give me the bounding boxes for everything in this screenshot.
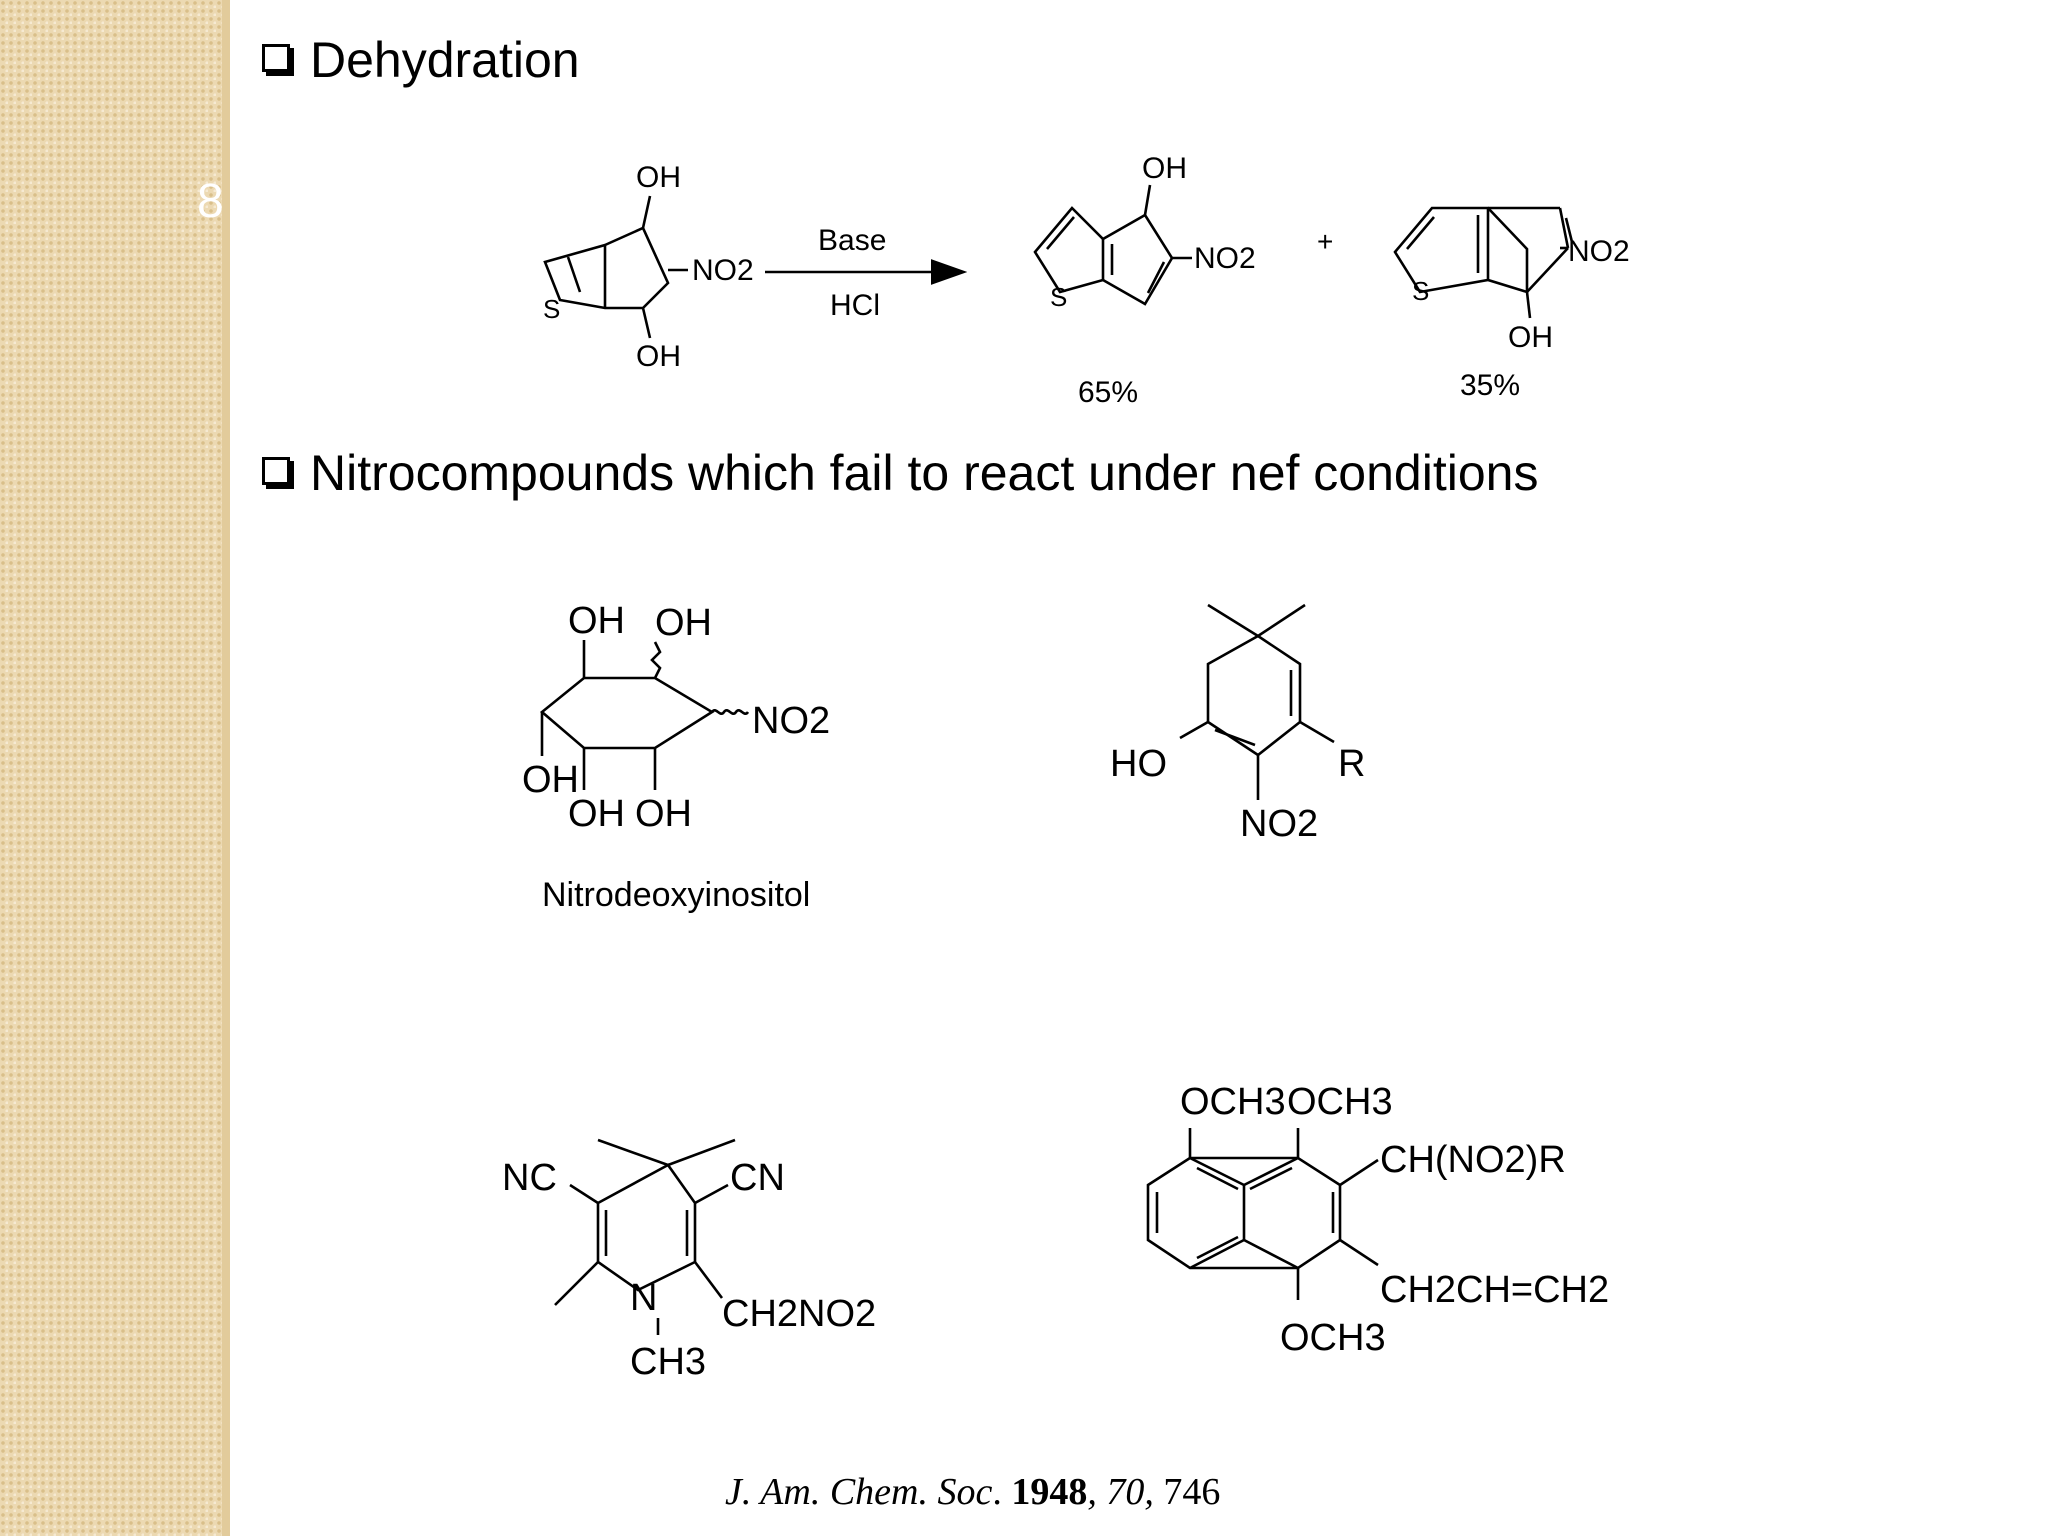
- sidebar-edge: [222, 0, 230, 1536]
- checkbox-bullet-icon: [262, 44, 290, 72]
- inositol-oh-4: OH: [568, 793, 625, 835]
- inositol-oh-2: OH: [655, 602, 712, 644]
- product2-structure: [1393, 206, 1574, 319]
- reactant-oh-bottom: OH: [636, 340, 681, 373]
- inositol-structure: [539, 640, 750, 790]
- plus-sign: +: [1317, 226, 1333, 257]
- slide-number: 8: [197, 175, 224, 228]
- decorative-sidebar: [0, 0, 230, 1536]
- product2-oh: OH: [1508, 321, 1553, 354]
- inositol-caption: Nitrodeoxyinositol: [542, 876, 810, 914]
- cyclohexene-structure: [1179, 603, 1335, 800]
- dihydropyridine-ch3: CH3: [630, 1341, 706, 1383]
- product2-sulfur: S: [1412, 276, 1429, 306]
- naphthalene-structure: [1146, 1128, 1379, 1300]
- reactant-sulfur: S: [543, 294, 560, 324]
- citation-journal: J. Am. Chem. Soc: [725, 1471, 993, 1513]
- dihydropyridine-ch2no2: CH2NO2: [722, 1293, 876, 1335]
- citation-page: 746: [1163, 1471, 1221, 1513]
- inositol-oh-5: OH: [635, 793, 692, 835]
- inositol-oh-1: OH: [568, 600, 625, 642]
- bullet-text: Nitrocompounds which fail to react under…: [310, 445, 1539, 501]
- cyclohexene-r: R: [1338, 743, 1365, 785]
- reactant-structure: [543, 195, 688, 339]
- dihydropyridine-structure: [554, 1138, 736, 1335]
- bullet-nitrocompounds: Nitrocompounds which fail to react under…: [262, 448, 1538, 498]
- naphthalene-och3-b: OCH3: [1287, 1081, 1393, 1123]
- product1-sulfur: S: [1050, 282, 1067, 312]
- naphthalene-och3-a: OCH3: [1180, 1081, 1286, 1123]
- reagent-base: Base: [818, 224, 886, 257]
- naphthalene-allyl: CH2CH=CH2: [1380, 1269, 1609, 1311]
- dihydropyridine-n: N: [630, 1277, 657, 1319]
- reagent-hcl: HCl: [830, 289, 880, 322]
- cyclohexene-ho: HO: [1110, 743, 1167, 785]
- dihydropyridine-nc: NC: [502, 1157, 557, 1199]
- bullet-dehydration: Dehydration: [262, 35, 580, 85]
- inositol-no2: NO2: [752, 700, 830, 742]
- reactant-oh-top: OH: [636, 161, 681, 194]
- citation-year: 1948: [1011, 1471, 1088, 1513]
- product1-yield: 65%: [1078, 376, 1138, 409]
- product1-no2: NO2: [1194, 242, 1256, 275]
- citation-volume: 70,: [1106, 1471, 1154, 1513]
- naphthalene-ch-no2-r: CH(NO2)R: [1380, 1139, 1566, 1181]
- product1-oh: OH: [1142, 152, 1187, 185]
- reactant-no2: NO2: [692, 254, 754, 287]
- cyclohexene-no2: NO2: [1240, 803, 1318, 845]
- product2-no2: NO2: [1568, 235, 1630, 268]
- product2-yield: 35%: [1460, 369, 1520, 402]
- citation: J. Am. Chem. Soc. 1948, 70, 746: [725, 1471, 1221, 1513]
- dihydropyridine-cn: CN: [730, 1157, 785, 1199]
- product1-structure: [1033, 184, 1192, 306]
- checkbox-bullet-icon: [262, 457, 290, 485]
- naphthalene-och3-c: OCH3: [1280, 1317, 1386, 1359]
- bullet-text: Dehydration: [310, 32, 580, 88]
- inositol-oh-3: OH: [522, 759, 579, 801]
